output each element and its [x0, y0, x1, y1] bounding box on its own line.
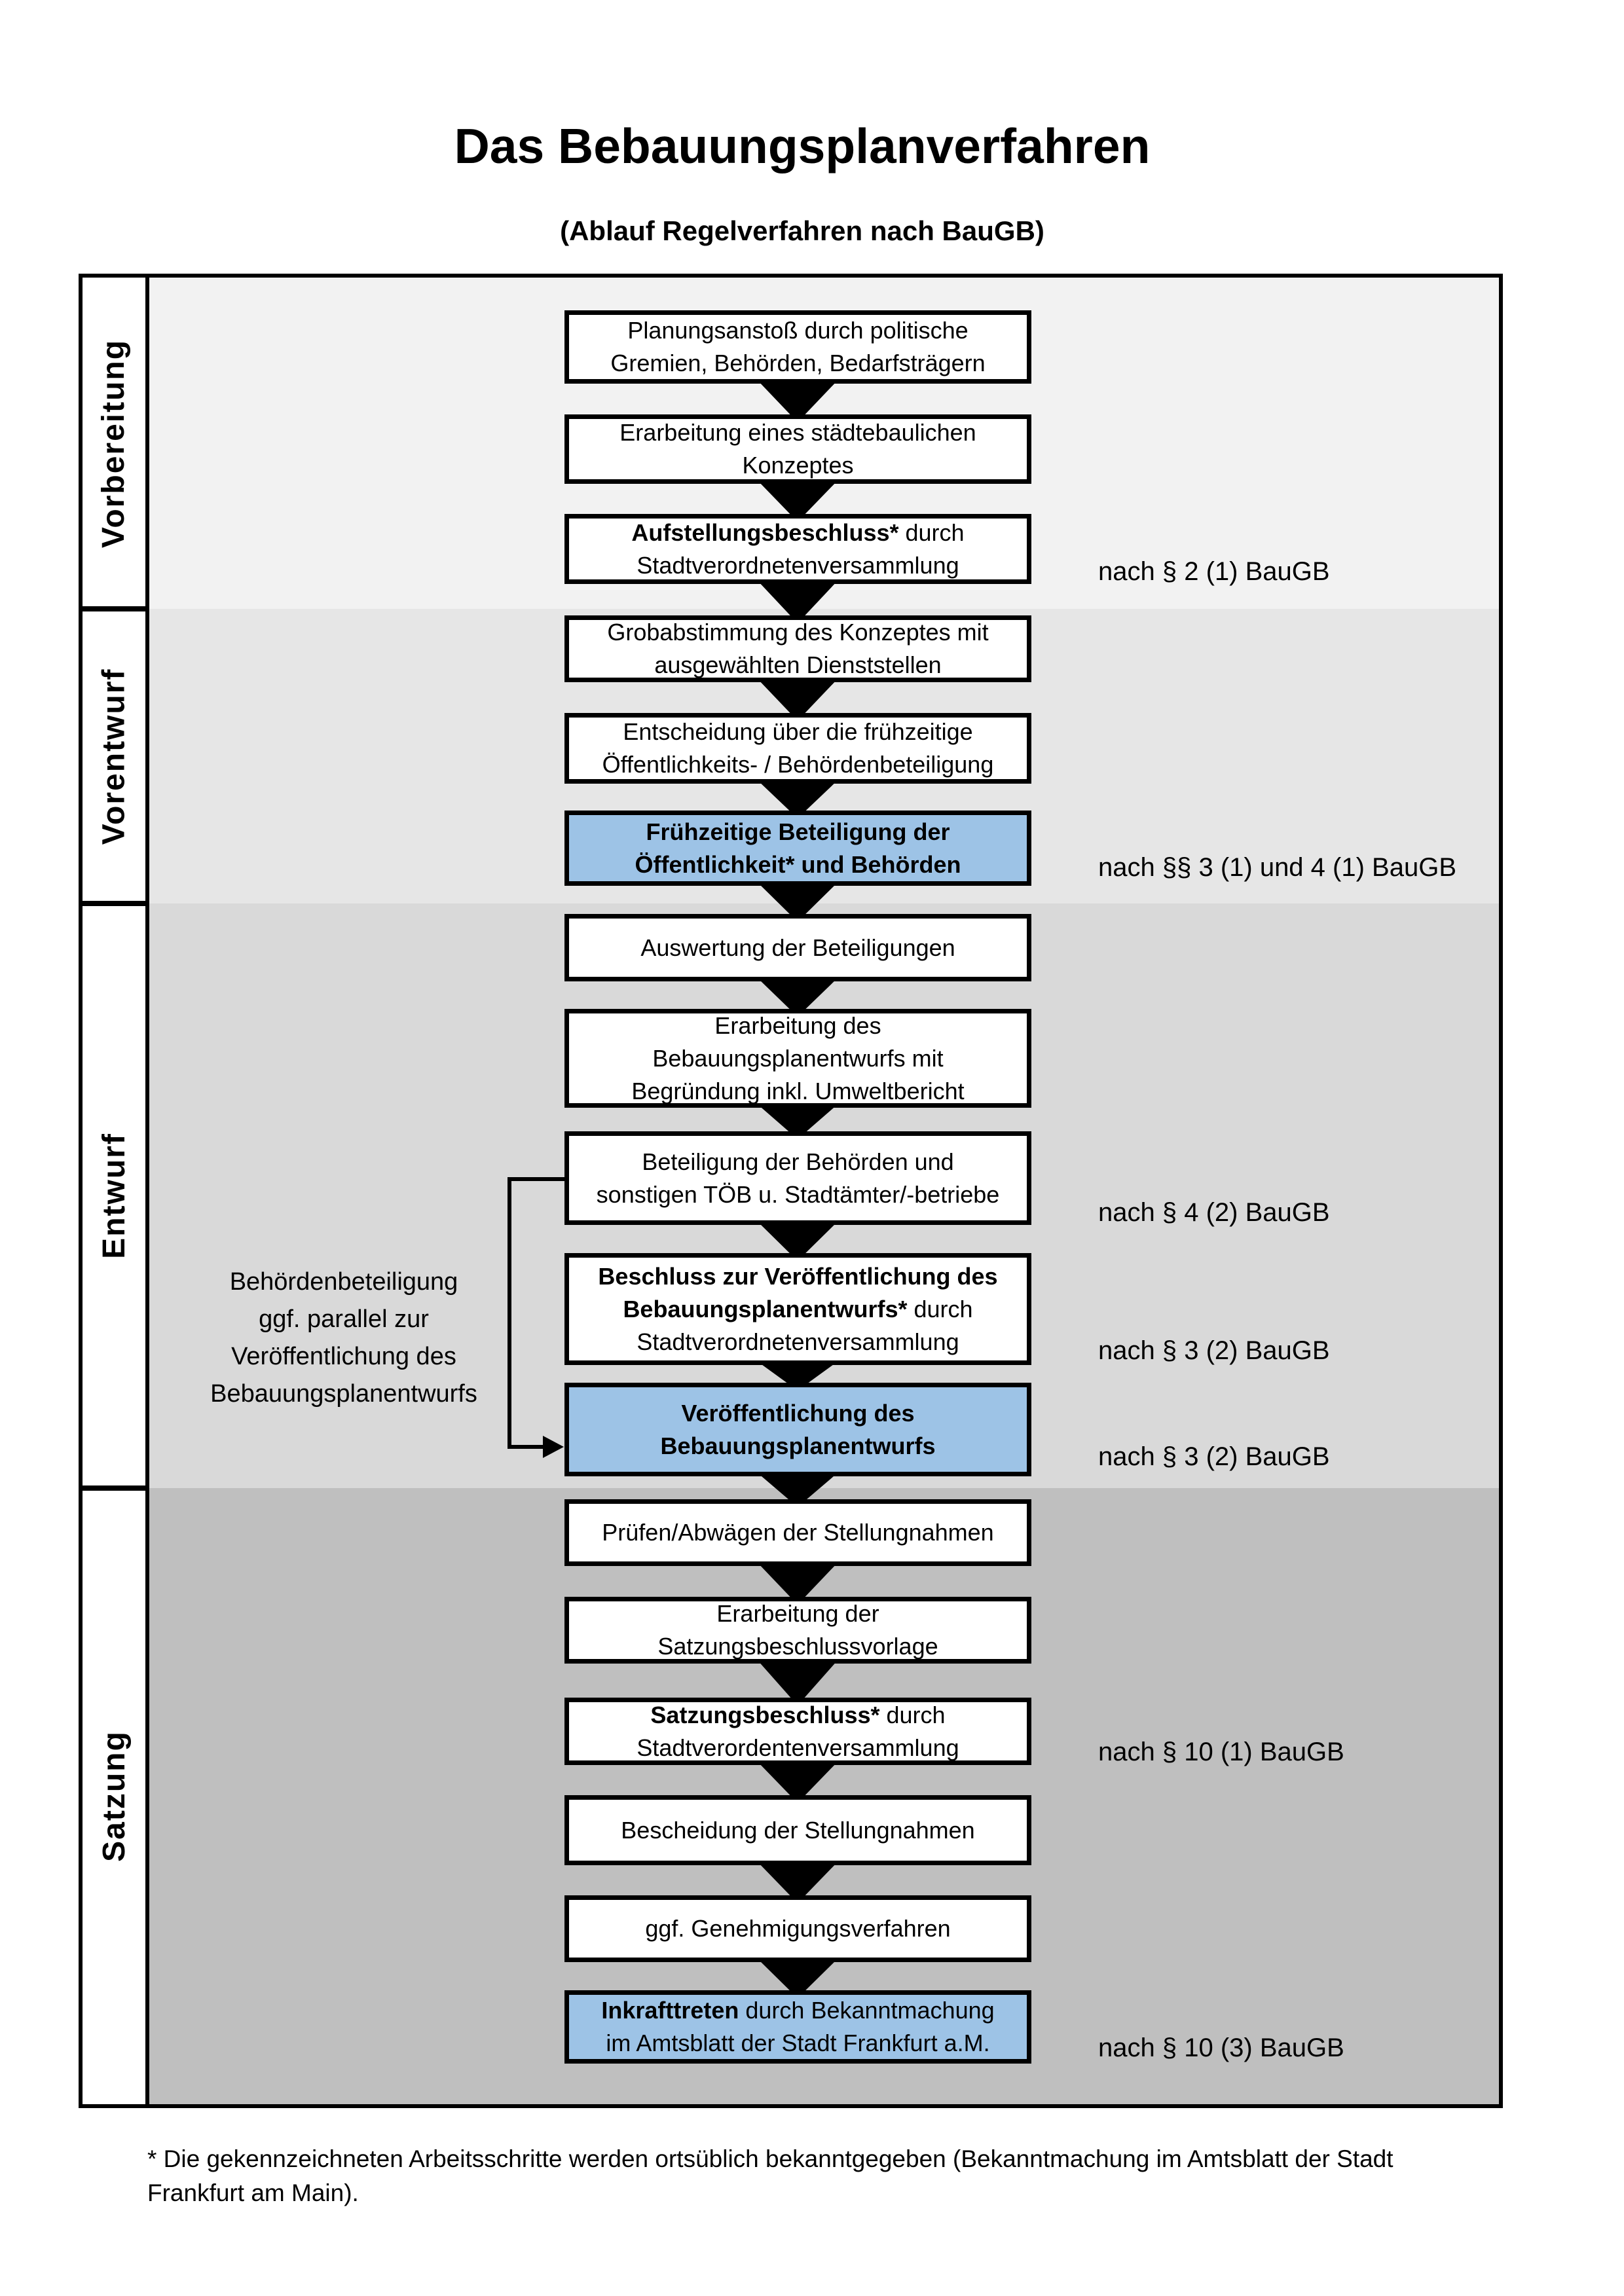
annotation-line: Behördenbeteiligung	[229, 1268, 458, 1296]
box-beschluss-veroeffentlichung: Beschluss zur Veröffentlichung des Bebau…	[564, 1253, 1031, 1365]
box-text: Planungsanstoß durch politische	[627, 317, 969, 344]
box-text: durch	[898, 519, 965, 546]
ref-note: nach § 3 (2) BauGB	[1098, 1336, 1330, 1365]
box-text: Stadtverordentenversammlung	[637, 1734, 959, 1761]
box-text: durch	[879, 1701, 946, 1728]
bracket-line-bottom	[507, 1445, 547, 1449]
flowchart: Vorbereitung Vorentwurf Entwurf Satzung …	[79, 274, 1503, 2108]
box-text: Erarbeitung des	[714, 1011, 881, 1039]
box-bescheidung: Bescheidung der Stellungnahmen	[564, 1795, 1031, 1865]
bracket-line-top	[507, 1177, 564, 1181]
box-text: im Amtsblatt der Stadt Frankfurt a.M.	[606, 2030, 990, 2056]
box-satzungsbeschlussvorlage: Erarbeitung der Satzungsbeschlussvorlage	[564, 1597, 1031, 1664]
box-pruefen-abwaegen: Prüfen/Abwägen der Stellungnahmen	[564, 1499, 1031, 1566]
bracket-arrowhead-icon	[543, 1436, 564, 1458]
box-text: Gremien, Behörden, Bedarfsträgern	[610, 350, 986, 376]
box-text-bold: Frühzeitige Beteiligung der	[646, 818, 950, 845]
box-fruehzeitige-beteiligung: Frühzeitige Beteiligung der Öffentlichke…	[564, 811, 1031, 886]
box-text-bold: Satzungsbeschluss*	[650, 1701, 880, 1728]
box-text: Begründung inkl. Umweltbericht	[631, 1077, 965, 1104]
phase-divider	[83, 606, 149, 611]
box-text-bold: Bebauungsplanentwurfs*	[623, 1295, 908, 1322]
box-text: Bescheidung der Stellungnahmen	[621, 1816, 975, 1844]
footnote-line: Frankfurt am Main).	[147, 2179, 359, 2206]
ref-note: nach § 10 (1) BauGB	[1098, 1738, 1344, 1766]
box-veroeffentlichung-entwurf: Veröffentlichung des Bebauungsplanentwur…	[564, 1383, 1031, 1476]
box-text-bold: Öffentlichkeit* und Behörden	[635, 850, 961, 878]
phase-divider	[83, 901, 149, 906]
box-erarbeitung-entwurf: Erarbeitung des Bebauungsplanentwurfs mi…	[564, 1009, 1031, 1108]
box-text: ausgewählten Dienststellen	[654, 651, 942, 678]
box-text: Konzeptes	[742, 452, 854, 479]
box-text: durch Bekanntmachung	[739, 1997, 995, 2024]
box-text: Prüfen/Abwägen der Stellungnahmen	[602, 1519, 994, 1546]
box-entscheidung-beteiligung: Entscheidung über die frühzeitige Öffent…	[564, 713, 1031, 784]
box-text: sonstigen TÖB u. Stadtämter/-betriebe	[596, 1180, 1000, 1208]
side-annotation: Behördenbeteiligung ggf. parallel zur Ve…	[193, 1264, 494, 1413]
footnote: * Die gekennzeichneten Arbeitsschritte w…	[147, 2142, 1521, 2210]
box-planungsanstoss: Planungsanstoß durch politische Gremien,…	[564, 310, 1031, 384]
bracket-line-vertical	[507, 1177, 511, 1449]
box-text: Stadtverordnetenversammlung	[637, 1328, 959, 1355]
annotation-line: ggf. parallel zur	[259, 1305, 429, 1333]
phase-label-text: Vorentwurf	[96, 668, 132, 845]
box-text: Erarbeitung eines städtebaulichen	[619, 419, 976, 446]
box-grobabstimmung: Grobabstimmung des Konzeptes mit ausgewä…	[564, 615, 1031, 682]
ref-note: nach § 4 (2) BauGB	[1098, 1198, 1330, 1227]
box-staedtebauliches-konzept: Erarbeitung eines städtebaulichen Konzep…	[564, 414, 1031, 484]
page-title: Das Bebauungsplanverfahren	[454, 118, 1151, 173]
annotation-line: Bebauungsplanentwurfs	[210, 1380, 477, 1408]
ref-note: nach § 3 (2) BauGB	[1098, 1442, 1330, 1471]
phase-label-text: Satzung	[96, 1730, 132, 1862]
box-text: Entscheidung über die frühzeitige	[623, 718, 973, 745]
phase-label-text: Vorbereitung	[96, 338, 132, 548]
box-satzungsbeschluss: Satzungsbeschluss* durch Stadtverordente…	[564, 1698, 1031, 1765]
box-text: Beteiligung der Behörden und	[642, 1148, 954, 1175]
box-text-bold: Bebauungsplanentwurfs	[660, 1432, 936, 1459]
box-genehmigungsverfahren: ggf. Genehmigungsverfahren	[564, 1895, 1031, 1962]
box-text: ggf. Genehmigungsverfahren	[645, 1915, 951, 1942]
box-auswertung: Auswertung der Beteiligungen	[564, 914, 1031, 981]
box-text-bold: Inkrafttreten	[601, 1997, 739, 2024]
box-text-bold: Beschluss zur Veröffentlichung des	[598, 1262, 998, 1290]
box-text: Grobabstimmung des Konzeptes mit	[607, 619, 989, 646]
phase-label-vorentwurf: Vorentwurf	[83, 609, 145, 903]
box-inkrafttreten: Inkrafttreten durch Bekanntmachung im Am…	[564, 1990, 1031, 2064]
box-text: Öffentlichkeits- / Behördenbeteiligung	[602, 751, 994, 778]
phase-label-vorbereitung: Vorbereitung	[83, 278, 145, 609]
box-text: Auswertung der Beteiligungen	[640, 934, 955, 961]
phase-label-satzung: Satzung	[83, 1488, 145, 2104]
annotation-line: Veröffentlichung des	[231, 1343, 456, 1370]
box-text: Stadtverordnetenversammlung	[637, 551, 959, 579]
phase-label-entwurf: Entwurf	[83, 903, 145, 1488]
box-text-bold: Aufstellungsbeschluss*	[631, 519, 899, 546]
box-text: durch	[907, 1295, 973, 1322]
ref-note: nach §§ 3 (1) und 4 (1) BauGB	[1098, 853, 1456, 882]
box-text: Bebauungsplanentwurfs mit	[652, 1044, 944, 1072]
footnote-line: * Die gekennzeichneten Arbeitsschritte w…	[147, 2145, 1393, 2172]
box-aufstellungsbeschluss: Aufstellungsbeschluss* durch Stadtverord…	[564, 514, 1031, 584]
ref-note: nach § 2 (1) BauGB	[1098, 557, 1330, 586]
ref-note: nach § 10 (3) BauGB	[1098, 2033, 1344, 2062]
label-column-divider	[145, 278, 149, 2104]
box-text: Satzungsbeschlussvorlage	[657, 1633, 938, 1660]
box-beteiligung-behoerden: Beteiligung der Behörden und sonstigen T…	[564, 1131, 1031, 1225]
box-text: Erarbeitung der	[716, 1600, 879, 1627]
page-subtitle: (Ablauf Regelverfahren nach BauGB)	[560, 215, 1044, 246]
phase-divider	[83, 1485, 149, 1491]
phase-label-text: Entwurf	[96, 1133, 132, 1259]
box-text-bold: Veröffentlichung des	[681, 1399, 915, 1427]
